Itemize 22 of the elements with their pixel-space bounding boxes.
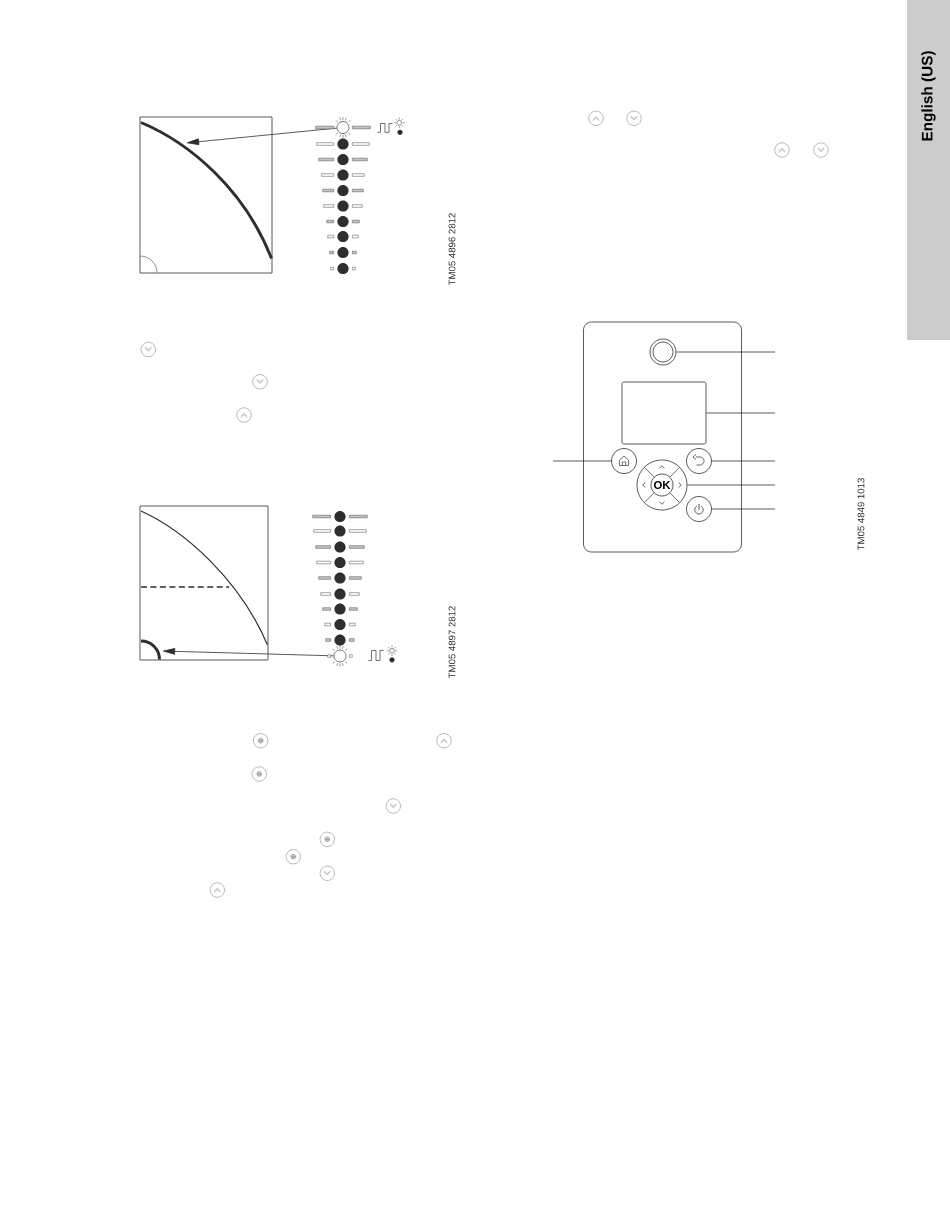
leader-line xyxy=(706,412,776,414)
thick-arc xyxy=(140,639,161,660)
navigation-pad: OK xyxy=(636,459,688,511)
arrow xyxy=(163,648,335,657)
led-light xyxy=(335,116,351,139)
power-button xyxy=(686,496,712,522)
home-button xyxy=(611,448,637,474)
control-panel xyxy=(583,321,742,553)
round-button xyxy=(649,338,677,366)
leader-line xyxy=(687,484,776,486)
drawing-number: TM05 4896 2812 xyxy=(448,213,456,286)
leader-line xyxy=(552,460,612,462)
leader-line xyxy=(711,508,776,510)
led-light xyxy=(332,645,348,667)
back-button xyxy=(686,448,712,474)
display-screen xyxy=(621,381,707,445)
drawing-number: TM05 4897 2812 xyxy=(448,606,456,679)
arrow xyxy=(187,127,338,146)
language-tab: English (US) xyxy=(907,0,950,340)
drawing-number: TM05 4849 1013 xyxy=(857,478,865,551)
leader-line xyxy=(711,460,776,462)
leader-line xyxy=(676,351,776,353)
